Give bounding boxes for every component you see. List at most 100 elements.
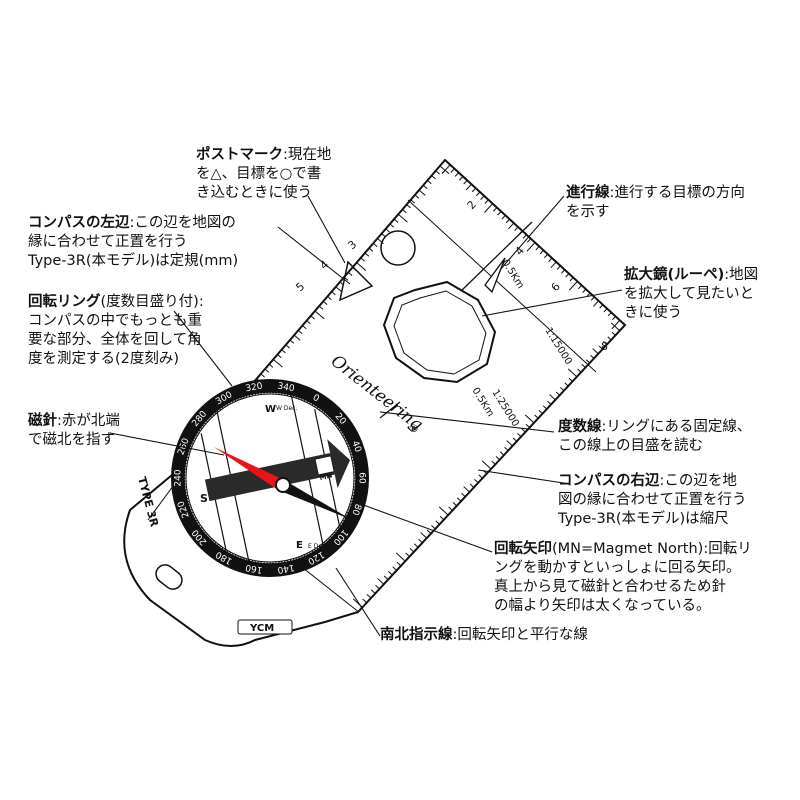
right-ruler-tick bbox=[581, 364, 586, 369]
ring-number: 340 bbox=[277, 381, 296, 394]
post-mark-circle bbox=[380, 230, 416, 266]
right-ruler-tick bbox=[463, 486, 470, 493]
left-ruler-tick bbox=[360, 257, 365, 262]
right-ruler-tick bbox=[491, 460, 496, 465]
magnifier-lens bbox=[382, 280, 497, 384]
right-ruler-tick bbox=[512, 437, 518, 442]
left-ruler-tick bbox=[293, 334, 301, 341]
label-rotating-ring: 回転リング(度数目盛り付): コンパスの中でもっとも重 要な部分、全体を回して角… bbox=[28, 294, 204, 367]
top-ruler-tick bbox=[471, 187, 476, 193]
right-ruler-tick bbox=[383, 575, 389, 580]
right-ruler-tick bbox=[413, 543, 419, 548]
right-ruler-tick bbox=[420, 532, 427, 539]
top-ruler-tick bbox=[582, 288, 587, 293]
left-ruler-tick bbox=[431, 175, 436, 180]
top-ruler bbox=[441, 164, 621, 330]
right-ruler-tick bbox=[366, 594, 371, 599]
right-ruler-tick bbox=[431, 525, 436, 530]
right-ruler-tick bbox=[461, 492, 466, 497]
left-ruler-tick bbox=[406, 204, 411, 209]
right-ruler-tick bbox=[585, 359, 591, 364]
top-ruler-tick bbox=[544, 253, 549, 259]
right-ruler-tick bbox=[521, 428, 526, 433]
label-orienting-arrow: 回転矢印(MN=Magmet North):回転リ ングを動かすといっしょに回る… bbox=[494, 541, 752, 614]
label-north-south-lines: 南北指示線:回転矢印と平行な線 bbox=[380, 627, 588, 643]
maker-logo: YCM bbox=[237, 619, 293, 635]
right-ruler-tick bbox=[560, 387, 565, 392]
right-ruler-tick bbox=[409, 548, 414, 553]
left-ruler-tick bbox=[273, 358, 283, 368]
left-ruler-tick bbox=[373, 242, 378, 247]
right-ruler-tick bbox=[577, 368, 582, 373]
top-ruler-tick bbox=[599, 304, 604, 309]
top-ruler-tick bbox=[522, 234, 527, 239]
left-ruler-tick bbox=[298, 329, 303, 334]
right-ruler-tick bbox=[567, 368, 578, 378]
right-ruler-tick bbox=[517, 433, 522, 438]
left-ruler-tick bbox=[368, 247, 374, 252]
left-ruler-tick bbox=[289, 339, 295, 344]
top-ruler-tick bbox=[550, 261, 557, 269]
right-ruler-tick bbox=[506, 440, 513, 447]
right-ruler-tick bbox=[592, 348, 599, 355]
left-ruler-tick bbox=[327, 296, 332, 301]
label-post-mark: ポストマーク:現在地 を△、目標を○で書 き込むときに使う bbox=[196, 147, 332, 201]
left-ruler-tick bbox=[306, 320, 311, 325]
right-ruler-tick bbox=[469, 483, 475, 488]
top-ruler-tick bbox=[465, 184, 472, 191]
label-travel-line: 進行線:進行する目標の方向 を示す bbox=[566, 185, 745, 220]
mn-label: MN bbox=[319, 471, 333, 482]
left-ruler-tick bbox=[402, 209, 407, 214]
top-ruler-tick bbox=[578, 284, 583, 290]
right-ruler-tick bbox=[549, 394, 556, 401]
left-ruler-tick bbox=[418, 189, 426, 196]
top-ruler-tick bbox=[459, 176, 464, 181]
ring-number: 240 bbox=[174, 469, 184, 486]
right-ruler-tick bbox=[392, 566, 397, 571]
label-left-edge: コンパスの左辺:この辺を地図の 縁に合わせて正置を行う Type-3R(本モデル… bbox=[28, 215, 239, 269]
right-ruler-tick bbox=[448, 506, 453, 511]
left-ruler-tick bbox=[264, 368, 270, 373]
top-ruler-tick bbox=[593, 300, 600, 307]
top-ruler-tick bbox=[569, 280, 578, 291]
top-ruler-tick bbox=[505, 218, 510, 224]
right-ruler-tick bbox=[611, 331, 617, 336]
left-ruler-tick bbox=[268, 363, 274, 368]
top-ruler-tick bbox=[561, 269, 566, 274]
right-ruler-tick bbox=[542, 405, 548, 410]
right-ruler-tick bbox=[568, 377, 574, 382]
left-ruler-tick bbox=[331, 291, 336, 296]
left-ruler-tick bbox=[385, 228, 390, 233]
right-ruler-tick bbox=[538, 410, 543, 415]
travel-line bbox=[459, 221, 533, 294]
left-ruler-tick bbox=[356, 262, 367, 271]
right-ruler-tick bbox=[603, 341, 608, 346]
top-ruler-tick bbox=[514, 226, 519, 231]
left-ruler-tick bbox=[302, 325, 307, 330]
right-ruler-tick bbox=[435, 520, 440, 525]
top-ruler-tick bbox=[611, 319, 621, 330]
top-ruler-tick bbox=[501, 215, 506, 220]
right-ruler-tick bbox=[610, 322, 621, 332]
compass-capsule: MN S W W Dec. E E Dec. bbox=[185, 393, 355, 563]
ring-number: 0 bbox=[311, 393, 321, 405]
top-ruler-tick bbox=[565, 273, 570, 278]
right-ruler-tick bbox=[426, 529, 432, 534]
west-label: W bbox=[265, 404, 276, 415]
top-ruler-tick bbox=[463, 180, 468, 185]
right-edge-scale bbox=[352, 322, 621, 608]
left-ruler-tick bbox=[314, 310, 325, 320]
right-ruler-tick bbox=[474, 479, 479, 484]
top-ruler-tick bbox=[526, 242, 536, 252]
right-ruler-tick bbox=[547, 400, 552, 405]
top-ruler-tick bbox=[508, 222, 515, 230]
top-ruler-tick bbox=[590, 296, 595, 301]
right-ruler-tick bbox=[525, 423, 531, 428]
left-ruler-tick bbox=[427, 180, 432, 185]
right-ruler-tick bbox=[524, 414, 535, 424]
right-ruler-tick bbox=[405, 552, 410, 557]
top-ruler-tick bbox=[527, 238, 532, 243]
top-ruler-tick bbox=[497, 211, 502, 216]
left-ruler-tick bbox=[410, 199, 415, 204]
